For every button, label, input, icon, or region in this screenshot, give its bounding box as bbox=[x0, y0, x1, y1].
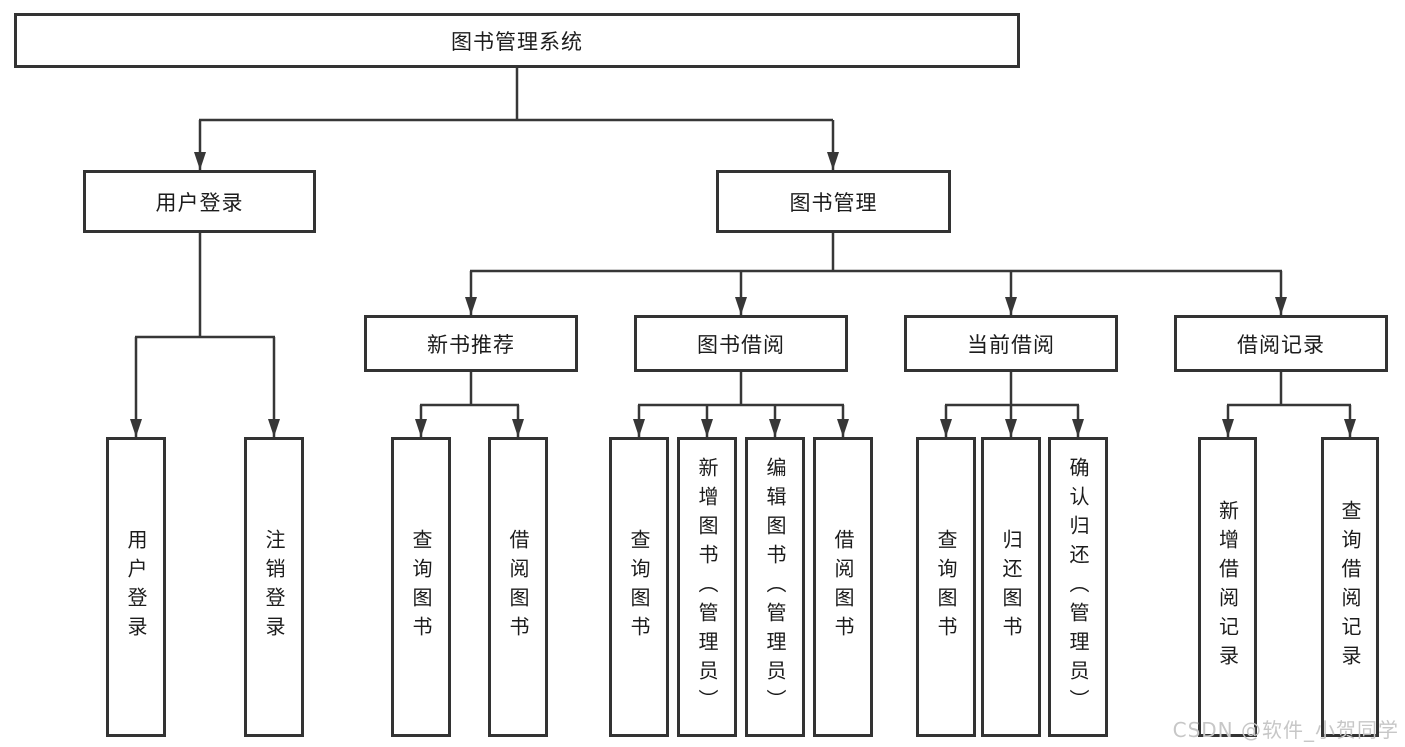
node-book-management-branch: 图书管理 bbox=[716, 170, 951, 233]
edges-root-to-level2 bbox=[194, 68, 839, 170]
edges-section0-to-leaves bbox=[415, 372, 524, 437]
leaf-logout: 注销登录 bbox=[244, 437, 304, 737]
node-label: 当前借阅 bbox=[967, 332, 1055, 357]
leaf-label: 借阅图书 bbox=[506, 529, 530, 645]
leaf-label: 查询借阅记录 bbox=[1338, 500, 1362, 674]
csdn-watermark: CSDN @软件_小贺同学 bbox=[1172, 718, 1399, 742]
leaf-label: 编辑图书（管理员） bbox=[763, 456, 787, 718]
leaf-label: 归还图书 bbox=[999, 529, 1023, 645]
leaf-add-borrow-record: 新增借阅记录 bbox=[1198, 437, 1257, 737]
node-book-borrowing: 图书借阅 bbox=[634, 315, 848, 372]
leaf-label: 用户登录 bbox=[124, 529, 148, 645]
leaf-borrow-books: 借阅图书 bbox=[488, 437, 548, 737]
node-user-login-branch: 用户登录 bbox=[83, 170, 316, 233]
node-label: 新书推荐 bbox=[427, 332, 515, 357]
edges-section2-to-leaves bbox=[940, 372, 1084, 437]
leaf-user-login: 用户登录 bbox=[106, 437, 166, 737]
leaf-label: 确认归还（管理员） bbox=[1066, 456, 1090, 718]
node-new-book-recommendation: 新书推荐 bbox=[364, 315, 578, 372]
leaf-label: 新增图书（管理员） bbox=[695, 456, 719, 718]
leaf-add-books-admin: 新增图书（管理员） bbox=[677, 437, 737, 737]
edges-book-to-sections bbox=[465, 233, 1287, 315]
node-current-borrowing: 当前借阅 bbox=[904, 315, 1118, 372]
leaf-edit-books-admin: 编辑图书（管理员） bbox=[745, 437, 805, 737]
leaf-return-books: 归还图书 bbox=[981, 437, 1041, 737]
leaf-label: 查询图书 bbox=[409, 529, 433, 645]
leaf-borrow-books: 借阅图书 bbox=[813, 437, 873, 737]
node-label: 用户登录 bbox=[155, 190, 244, 215]
leaf-label: 注销登录 bbox=[262, 529, 286, 645]
node-borrowing-records: 借阅记录 bbox=[1174, 315, 1388, 372]
edges-section1-to-leaves bbox=[633, 372, 849, 437]
node-label: 借阅记录 bbox=[1237, 332, 1325, 357]
node-label: 图书借阅 bbox=[697, 332, 785, 357]
node-label: 图书管理 bbox=[789, 190, 878, 215]
edges-user-to-leaves bbox=[130, 233, 280, 437]
node-label: 图书管理系统 bbox=[451, 29, 583, 54]
leaf-query-books: 查询图书 bbox=[916, 437, 976, 737]
edges-section3-to-leaves bbox=[1222, 372, 1356, 437]
leaf-label: 查询图书 bbox=[934, 529, 958, 645]
leaf-label: 查询图书 bbox=[627, 529, 651, 645]
leaf-confirm-return-admin: 确认归还（管理员） bbox=[1048, 437, 1108, 737]
leaf-label: 新增借阅记录 bbox=[1215, 500, 1240, 674]
leaf-query-borrow-record: 查询借阅记录 bbox=[1321, 437, 1379, 737]
leaf-label: 借阅图书 bbox=[831, 529, 855, 645]
leaf-query-books: 查询图书 bbox=[391, 437, 451, 737]
node-library-management-system: 图书管理系统 bbox=[14, 13, 1020, 68]
leaf-query-books: 查询图书 bbox=[609, 437, 669, 737]
